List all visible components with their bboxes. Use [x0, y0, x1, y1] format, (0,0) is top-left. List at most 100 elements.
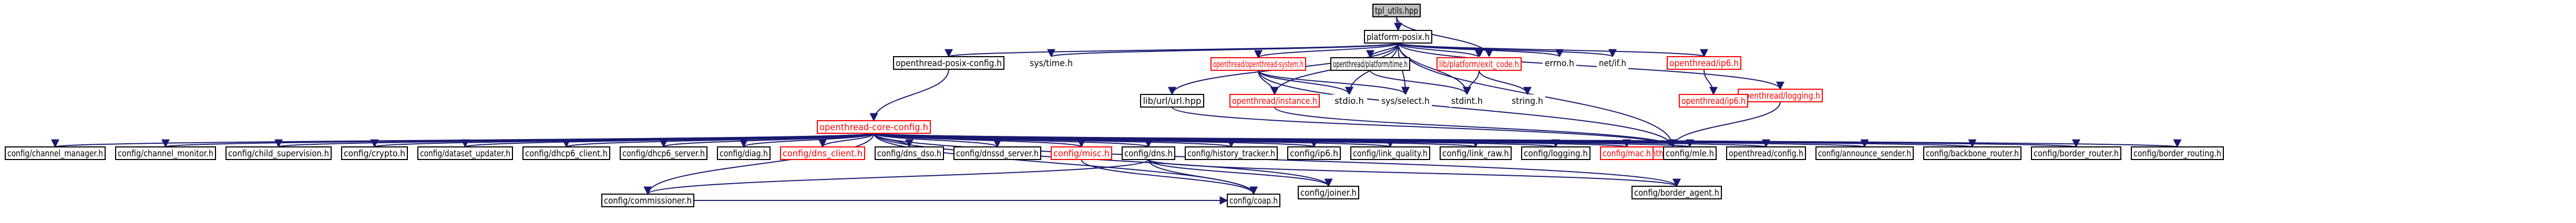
node-c_dnsdso[interactable]: config/dns_dso.h [875, 146, 944, 160]
node-label: string.h [1512, 96, 1543, 106]
node-box [717, 146, 771, 160]
node-label: config/border_agent.h [1634, 188, 1719, 198]
node-label: tpl_utils.hpp [1375, 6, 1418, 16]
node-c_mle[interactable]: config/mle.h [1663, 146, 1717, 160]
node-label: platform-posix.h [1367, 32, 1430, 42]
node-opt[interactable]: openthread/platform/time.h [1330, 57, 1410, 71]
node-otsystem[interactable]: openthread/openthread-system.h [1210, 57, 1306, 71]
node-label: errno.h [1545, 58, 1574, 68]
node-c_misc[interactable]: config/misc.h [1051, 146, 1112, 160]
node-c_ip6[interactable]: config/ip6.h [1287, 146, 1341, 160]
node-c_bagent[interactable]: config/border_agent.h [1631, 186, 1722, 199]
node-label: config/mle.h [1666, 148, 1714, 158]
node-box [417, 146, 513, 160]
node-box [1679, 94, 1748, 108]
node-errno: errno.h [1543, 57, 1576, 69]
node-otlogging[interactable]: openthread/logging.h [1738, 89, 1823, 102]
node-c_brouting[interactable]: config/border_routing.h [2131, 146, 2224, 160]
node-label: net/if.h [1599, 58, 1626, 68]
node-box [893, 56, 1004, 70]
edge-pposix-to-exitcode [1398, 43, 1483, 59]
node-label: config/channel_manager.h [7, 148, 103, 159]
node-box [1663, 146, 1717, 160]
node-corecfg[interactable]: openthread-core-config.h [817, 120, 931, 134]
node-c_logging[interactable]: config/logging.h [1521, 146, 1590, 160]
node-c_dhcp[interactable]: config/dns.h [1122, 146, 1175, 160]
node-c_dhcp6s[interactable]: config/dhcp6_server.h [620, 146, 707, 160]
node-label: openthread/instance.h [1232, 96, 1317, 106]
node-pposix[interactable]: platform-posix.h [1364, 30, 1432, 44]
node-label: config/diag.h [720, 148, 768, 158]
node-c_crypto[interactable]: config/crypto.h [341, 146, 408, 160]
node-c_chanmon[interactable]: config/channel_monitor.h [115, 146, 216, 160]
edge-c_dhcp-to-c_commissioner [643, 159, 1149, 195]
node-label: config/dnssd_server.h [956, 148, 1039, 159]
node-box [1287, 146, 1341, 160]
node-box [341, 146, 408, 160]
edge-pposixcfg-to-corecfg [869, 69, 949, 122]
node-label: config/logging.h [1524, 148, 1588, 158]
node-c_dnsc[interactable]: config/dns_client.h [780, 146, 865, 160]
node-exitcode[interactable]: lib/platform/exit_code.h [1436, 57, 1522, 71]
node-c_commissioner[interactable]: config/commissioner.h [601, 194, 694, 207]
edge-corecfg-to-c_dhcp6c [562, 133, 875, 148]
node-root[interactable]: tpl_utils.hpp [1372, 4, 1421, 17]
edge-pposix-to-ip6 [1398, 43, 1708, 58]
node-label: config/coap.h [1229, 196, 1278, 206]
edge-corecfg-to-c_dnssd [873, 133, 1002, 148]
edge-spinel-to-dlist [1172, 107, 1677, 148]
node-c_joiner[interactable]: config/joiner.h [1298, 186, 1359, 199]
node-box [1028, 57, 1075, 69]
node-box [1185, 146, 1278, 160]
node-box [1449, 94, 1485, 107]
node-c_coap[interactable]: config/coap.h [1227, 194, 1280, 207]
node-c_bbr[interactable]: config/backbone_router.h [1923, 146, 2021, 160]
node-box [1331, 94, 1367, 107]
edge-otlogging-to-dlist [1668, 101, 1781, 148]
node-box [1122, 146, 1175, 160]
node-label: config/channel_monitor.h [118, 148, 213, 159]
node-label: config/history_tracker.h [1187, 148, 1275, 159]
node-pposixcfg[interactable]: openthread-posix-config.h [893, 56, 1004, 70]
edge-otsystem-to-dlist [1258, 70, 1677, 148]
node-otinstance[interactable]: openthread/instance.h [1229, 94, 1320, 108]
node-box [1298, 186, 1359, 199]
node-box [1364, 30, 1432, 44]
edge-otsystem-to-sysselect [1258, 70, 1410, 95]
node-c_dnssd[interactable]: config/dnssd_server.h [953, 146, 1041, 160]
node-string: string.h [1510, 94, 1545, 107]
node-c_chanmgr[interactable]: config/channel_manager.h [5, 146, 106, 160]
node-ip6[interactable]: openthread/ip6.h [1667, 56, 1741, 70]
node-c_linkq[interactable]: config/link_quality.h [1350, 146, 1430, 160]
edge-c_misc-to-c_coap [1081, 159, 1258, 195]
node-c_mac[interactable]: config/mac.h [1600, 146, 1654, 160]
node-stdio: stdio.h [1331, 94, 1367, 107]
node-box [1440, 146, 1512, 160]
node-oip6[interactable]: openthread/ip6.h [1679, 94, 1748, 108]
node-c_otcfg[interactable]: openthread/config.h [1726, 146, 1806, 160]
node-c_dataset[interactable]: config/dataset_updater.h [417, 146, 513, 160]
node-box [522, 146, 610, 160]
edge-c_dhcp-to-c_bagent [1148, 159, 1681, 187]
node-c_hist[interactable]: config/history_tracker.h [1185, 146, 1278, 160]
node-box [1436, 57, 1522, 71]
node-box [1140, 94, 1204, 108]
edge-corecfg-to-c_brouting [873, 133, 2180, 148]
node-label: config/dataset_updater.h [420, 148, 510, 159]
node-c_diag[interactable]: config/diag.h [717, 146, 771, 160]
node-label: openthread-core-config.h [819, 122, 928, 132]
node-box [1330, 57, 1410, 71]
node-box [1597, 57, 1628, 69]
node-label: config/dns.h [1124, 148, 1173, 158]
node-box [1350, 146, 1430, 160]
node-c_dhcp6c[interactable]: config/dhcp6_client.h [522, 146, 610, 160]
node-c_child[interactable]: config/child_supervision.h [225, 146, 332, 160]
node-label: config/link_quality.h [1353, 148, 1428, 159]
node-c_announce[interactable]: config/announce_sender.h [1815, 146, 1914, 160]
node-c_brouter[interactable]: config/border_router.h [2031, 146, 2121, 160]
node-label: openthread/ip6.h [1681, 96, 1746, 106]
node-box [1600, 146, 1654, 160]
node-label: lib/platform/exit_code.h [1439, 59, 1519, 70]
node-c_linkraw[interactable]: config/link_raw.h [1440, 146, 1512, 160]
node-spinel[interactable]: lib/url/url.hpp [1140, 94, 1204, 108]
